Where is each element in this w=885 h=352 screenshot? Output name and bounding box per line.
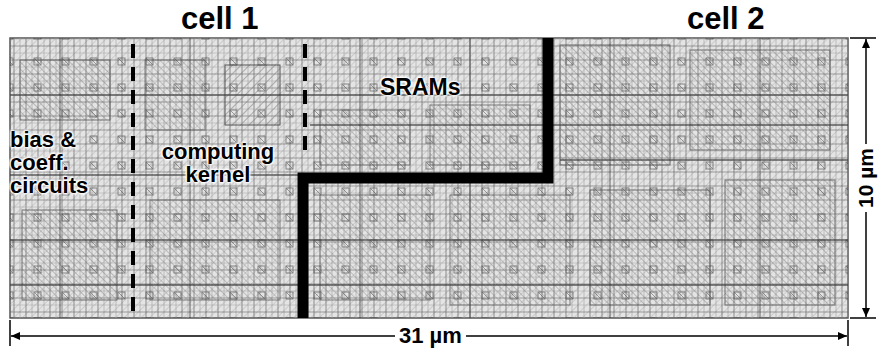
block-label: SRAMs [380, 75, 461, 99]
cell-title: cell 1 [181, 3, 259, 36]
block-label: computing kernel [143, 140, 293, 186]
block-label: bias & coeff. circuits [10, 128, 122, 197]
dimension-label: 10 µm [855, 144, 877, 212]
dimension-label: 31 µm [395, 324, 466, 347]
cell-title: cell 2 [687, 3, 765, 36]
